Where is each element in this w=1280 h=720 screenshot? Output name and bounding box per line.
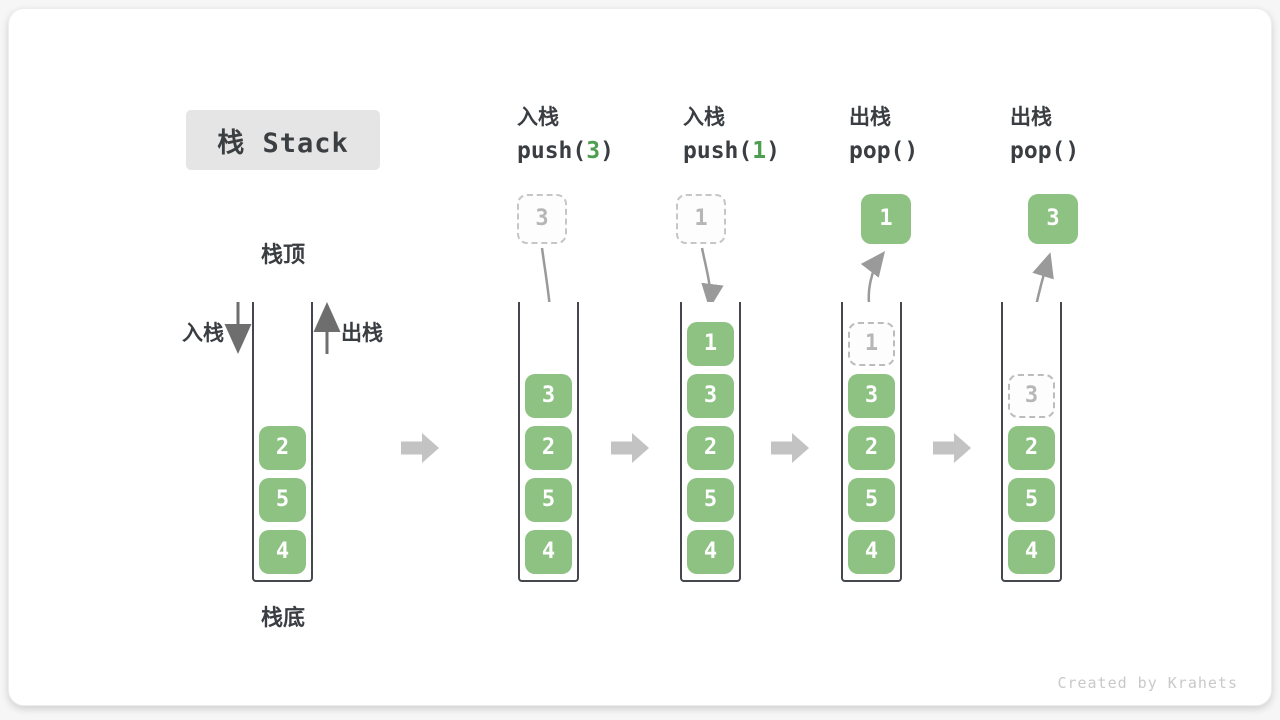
stack-cell: 2 [1008, 426, 1055, 470]
stack-bottom-label: 栈底 [260, 606, 305, 631]
pop-side-label: 出栈 [341, 321, 383, 345]
stack-top-label: 栈顶 [260, 243, 305, 268]
diagram-title-text: 栈 Stack [217, 127, 349, 159]
operation-arg: 3 [586, 138, 601, 164]
stack-cell: 1 [687, 322, 734, 366]
diagram-title: 栈 Stack [186, 110, 380, 170]
stack-cell: 5 [525, 478, 572, 522]
stack-state-after-push-1: 1 3 2 5 4 [680, 302, 741, 582]
popped-element-box: 3 [1028, 194, 1078, 244]
operation-caption-pop-1: 出栈 pop() [849, 104, 999, 166]
operation-name: 入栈 [517, 105, 559, 129]
operation-code: pop() [849, 138, 919, 164]
incoming-element-box: 3 [517, 194, 567, 244]
stack-cell: 5 [687, 478, 734, 522]
popped-element-box: 1 [861, 194, 911, 244]
stack-cell: 4 [259, 530, 306, 574]
stack-cell: 3 [525, 374, 572, 418]
operation-code: pop() [1010, 138, 1080, 164]
operation-code: push(1) [683, 138, 780, 164]
stack-cell: 4 [1008, 530, 1055, 574]
stack-cell: 5 [259, 478, 306, 522]
operation-caption-push-3: 入栈 push(3) [517, 104, 667, 166]
operation-name: 出栈 [1010, 105, 1052, 129]
stack-cell: 5 [848, 478, 895, 522]
operation-caption-pop-3: 出栈 pop() [1010, 104, 1160, 166]
stack-cell: 2 [525, 426, 572, 470]
stack-state-initial: 2 5 4 [252, 302, 313, 582]
operation-name: 出栈 [849, 105, 891, 129]
stack-state-after-push-3: 3 2 5 4 [518, 302, 579, 582]
operation-arg: 1 [752, 138, 767, 164]
stack-cell: 4 [687, 530, 734, 574]
stack-cell: 2 [687, 426, 734, 470]
operation-caption-push-1: 入栈 push(1) [683, 104, 833, 166]
push-side-label: 入栈 [182, 321, 224, 345]
operation-name: 入栈 [683, 105, 725, 129]
stack-cell: 2 [848, 426, 895, 470]
stack-state-after-pop-3: 3 2 5 4 [1001, 302, 1062, 582]
stack-cell-ghost: 1 [848, 322, 895, 366]
stack-cell: 5 [1008, 478, 1055, 522]
stack-cell: 3 [687, 374, 734, 418]
watermark: Created by Krahets [1057, 674, 1238, 692]
stack-state-after-pop-1: 1 3 2 5 4 [841, 302, 902, 582]
stack-cell: 4 [525, 530, 572, 574]
operation-code: push(3) [517, 138, 614, 164]
incoming-element-box: 1 [676, 194, 726, 244]
stack-cell: 2 [259, 426, 306, 470]
stack-cell: 3 [848, 374, 895, 418]
stack-cell-ghost: 3 [1008, 374, 1055, 418]
stack-cell: 4 [848, 530, 895, 574]
